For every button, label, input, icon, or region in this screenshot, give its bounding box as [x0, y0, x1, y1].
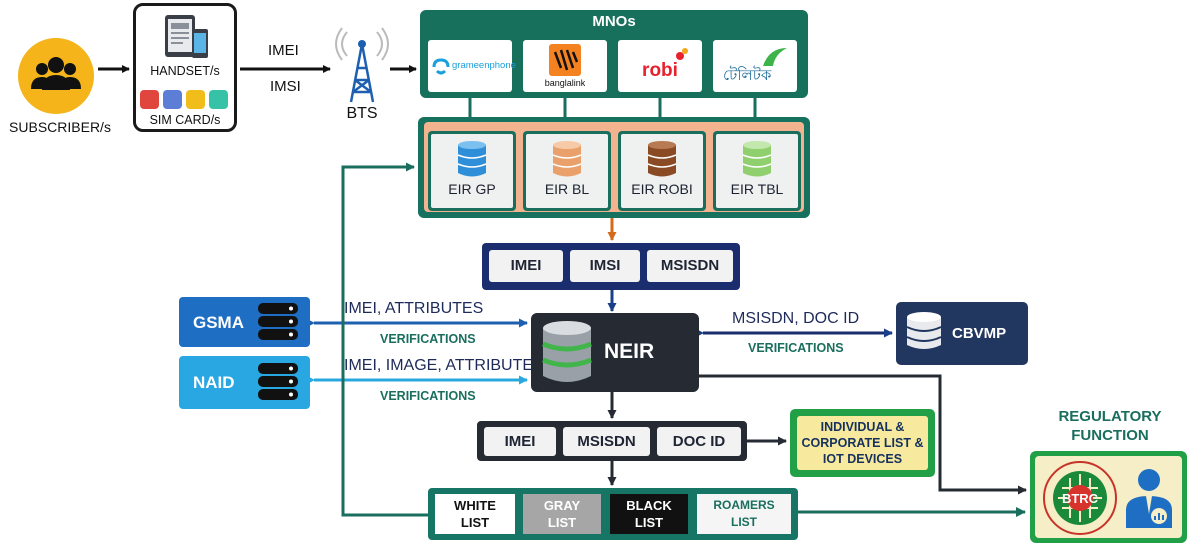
- gray-list-line1: GRAY: [543, 498, 581, 513]
- black-list-line2: LIST: [634, 515, 664, 530]
- sim-card-icon: [140, 90, 159, 109]
- operator-banglalink: banglalink: [523, 40, 607, 92]
- doc-field-imei: IMEI: [484, 427, 556, 456]
- roamers-list-line1: ROAMERS: [713, 498, 775, 512]
- banglalink-logo-icon: [549, 44, 581, 76]
- naid-verifications-label: VERIFICATIONS: [380, 389, 476, 403]
- seal-text: BTRC: [1062, 491, 1099, 506]
- arrow-neir-regulatory: [699, 374, 1027, 495]
- regulatory-title-line1: REGULATORY: [1058, 408, 1162, 425]
- naid-label: NAID: [193, 373, 235, 392]
- antenna-tower-icon: [335, 27, 389, 103]
- sim-card-icon: [163, 90, 182, 109]
- id-field-imei: IMEI: [489, 250, 563, 282]
- roamers-list: ROAMERS LIST: [697, 494, 791, 534]
- id-field-msisdn: MSISDN: [647, 250, 733, 282]
- sim-label: SIM CARD/s: [149, 113, 221, 127]
- naid-edge-label: IMEI, IMAGE, ATTRIBUTES: [344, 357, 544, 374]
- id-field-imsi: IMSI: [570, 250, 640, 282]
- neir-label: NEIR: [604, 340, 655, 363]
- database-icon: [552, 141, 582, 177]
- mno-title: MNOs: [592, 13, 636, 30]
- operator-name: robi: [642, 60, 678, 81]
- bts-label: BTS: [346, 105, 378, 122]
- subscriber-label: SUBSCRIBER/s: [9, 119, 111, 135]
- doc-field-msisdn: MSISDN: [563, 427, 650, 456]
- imei-flow-label: IMEI: [268, 42, 299, 59]
- white-list: WHITE LIST: [435, 494, 515, 534]
- database-icon: [457, 141, 487, 177]
- operator-name: টেলিটক: [723, 66, 772, 84]
- eir-tbl-label: EIR TBL: [730, 181, 784, 197]
- eir-bl-label: EIR BL: [544, 181, 590, 197]
- imsi-flow-label: IMSI: [270, 78, 301, 95]
- database-icon: [906, 312, 942, 349]
- grameenphone-logo-icon: [432, 58, 450, 75]
- black-list: BLACK LIST: [610, 494, 688, 534]
- doc-field-docid: DOC ID: [657, 427, 741, 456]
- server-icon: [258, 303, 298, 340]
- operator-name: grameenphone: [452, 60, 516, 71]
- gsma-edge-label: IMEI, ATTRIBUTES: [344, 300, 484, 317]
- tablet-phone-icon: [165, 15, 208, 58]
- gray-list: GRAY LIST: [523, 494, 601, 534]
- business-person-icon: [1126, 469, 1172, 528]
- gray-list-line2: LIST: [547, 515, 577, 530]
- individual-list-label: INDIVIDUAL & CORPORATE LIST & IOT DEVICE…: [801, 420, 924, 466]
- arrow-lists-eir-feedback: [341, 162, 428, 517]
- database-icon: [647, 141, 677, 177]
- device-box: [133, 3, 237, 132]
- black-list-line1: BLACK: [626, 498, 672, 513]
- white-list-line2: LIST: [460, 515, 490, 530]
- operator-robi: robi: [618, 40, 702, 92]
- sim-card-icon: [209, 90, 228, 109]
- btrc-seal-icon: BTRC: [1043, 461, 1117, 535]
- regulatory-title-line2: FUNCTION: [1071, 427, 1149, 444]
- operator-grameenphone: grameenphone: [428, 40, 516, 92]
- cbvmp-edge-label: MSISDN, DOC ID: [732, 310, 860, 327]
- regulatory-title: REGULATORY FUNCTION: [1040, 407, 1180, 445]
- subscriber-node: [18, 38, 94, 114]
- operator-teletalk: টেলিটক: [713, 40, 797, 92]
- cbvmp-label: CBVMP: [952, 325, 1007, 342]
- roamers-list-line2: LIST: [731, 515, 757, 529]
- gsma-label: GSMA: [193, 313, 244, 332]
- database-icon: [742, 141, 772, 177]
- handset-label: HANDSET/s: [150, 64, 220, 78]
- operator-name: banglalink: [544, 78, 586, 88]
- gsma-verifications-label: VERIFICATIONS: [380, 332, 476, 346]
- individual-list-inner: [797, 416, 928, 470]
- white-list-line1: WHITE: [454, 498, 496, 513]
- eir-gp-label: EIR GP: [448, 181, 496, 197]
- robi-logo-icon: [676, 48, 688, 60]
- database-icon: [542, 321, 592, 382]
- people-icon: [31, 57, 81, 90]
- teletalk-logo-icon: [763, 48, 787, 66]
- server-icon: [258, 363, 298, 400]
- eir-robi-label: EIR ROBI: [631, 181, 693, 197]
- cbvmp-verifications-label: VERIFICATIONS: [748, 341, 844, 355]
- sim-card-icon: [186, 90, 205, 109]
